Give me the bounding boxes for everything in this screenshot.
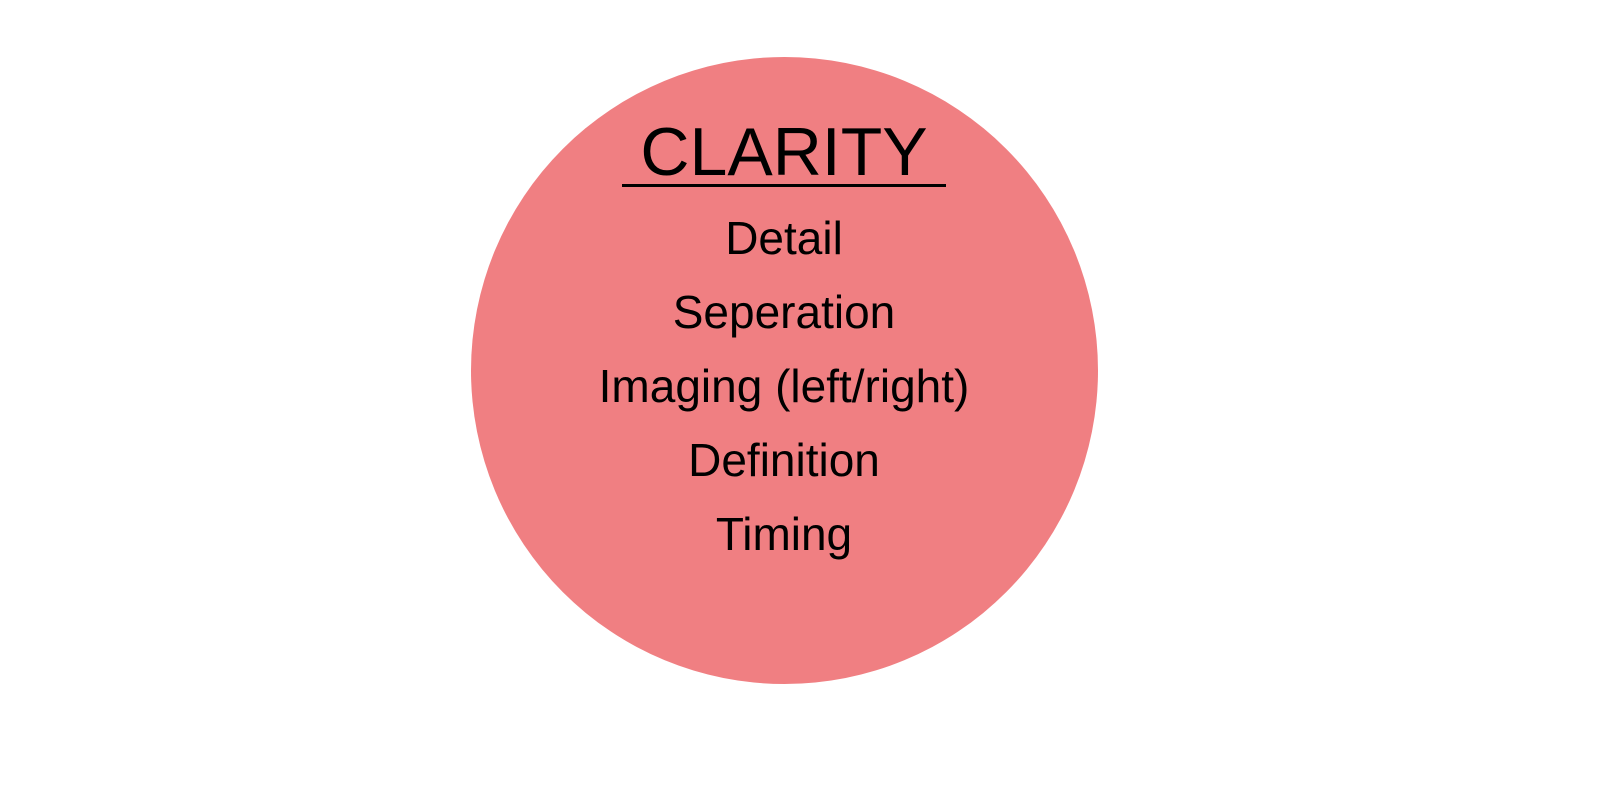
list-item: Definition <box>688 434 880 486</box>
list-item: Detail <box>725 212 843 264</box>
list-item: Seperation <box>672 286 896 338</box>
list-item: Imaging (left/right) <box>598 360 970 412</box>
list-item: Timing <box>715 508 853 560</box>
circle-title: CLARITY <box>640 114 928 190</box>
title-underline <box>622 184 946 187</box>
clarity-circle <box>471 57 1098 684</box>
